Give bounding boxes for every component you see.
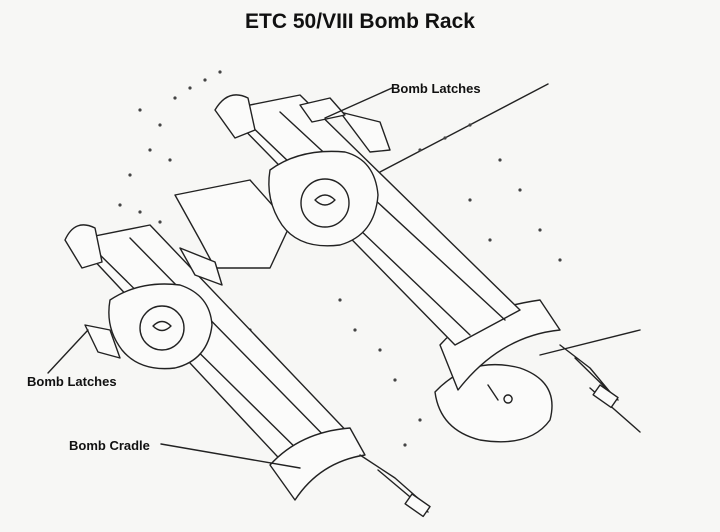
rivet-dot — [148, 148, 152, 152]
label-bomb-latches-top: Bomb Latches — [391, 81, 481, 96]
rivet-dot — [118, 203, 122, 207]
leader-lines — [47, 87, 393, 469]
rivet-dot — [158, 123, 162, 127]
front-rack — [64, 224, 431, 518]
rivet-dot — [138, 108, 142, 112]
rivet-dot — [378, 348, 382, 352]
diagram-title: ETC 50/VIII Bomb Rack — [245, 10, 475, 33]
rivet-dot — [468, 198, 472, 202]
rear-bomb-latch — [339, 111, 391, 153]
rivet-dot — [203, 78, 207, 82]
rivet-dot — [173, 96, 177, 100]
rear-fuse-socket — [300, 178, 350, 228]
label-bomb-cradle: Bomb Cradle — [69, 438, 150, 453]
rivet-dot — [558, 258, 562, 262]
rear-rack — [174, 94, 619, 443]
rivet-dot — [418, 418, 422, 422]
rivet-dot — [168, 158, 172, 162]
rivet-dot — [353, 328, 357, 332]
rivet-dot — [338, 298, 342, 302]
front-suspension-hook — [64, 224, 103, 269]
rivet-dots — [118, 70, 562, 447]
rivet-dot — [188, 86, 192, 90]
rivet-dot — [403, 443, 407, 447]
label-bomb-latches-left: Bomb Latches — [27, 374, 117, 389]
rivet-dot — [538, 228, 542, 232]
rivet-dot — [488, 238, 492, 242]
rear-suspension-hook — [214, 94, 256, 139]
rivet-dot — [498, 158, 502, 162]
front-bomb-cradle — [269, 427, 366, 501]
rivet-dot — [393, 378, 397, 382]
rivet-dot — [443, 136, 447, 140]
rivet-dot — [518, 188, 522, 192]
front-fuse-socket — [139, 305, 185, 351]
rivet-dot — [158, 220, 162, 224]
rear-side-plate — [174, 179, 291, 269]
rivet-dot — [218, 70, 222, 74]
rear-bomb-cradle-disc — [434, 364, 553, 443]
rivet-dot — [418, 148, 422, 152]
rivet-dot — [468, 123, 472, 127]
rivet-dot — [138, 210, 142, 214]
rivet-dot — [128, 173, 132, 177]
front-bomb-latch — [84, 324, 121, 359]
